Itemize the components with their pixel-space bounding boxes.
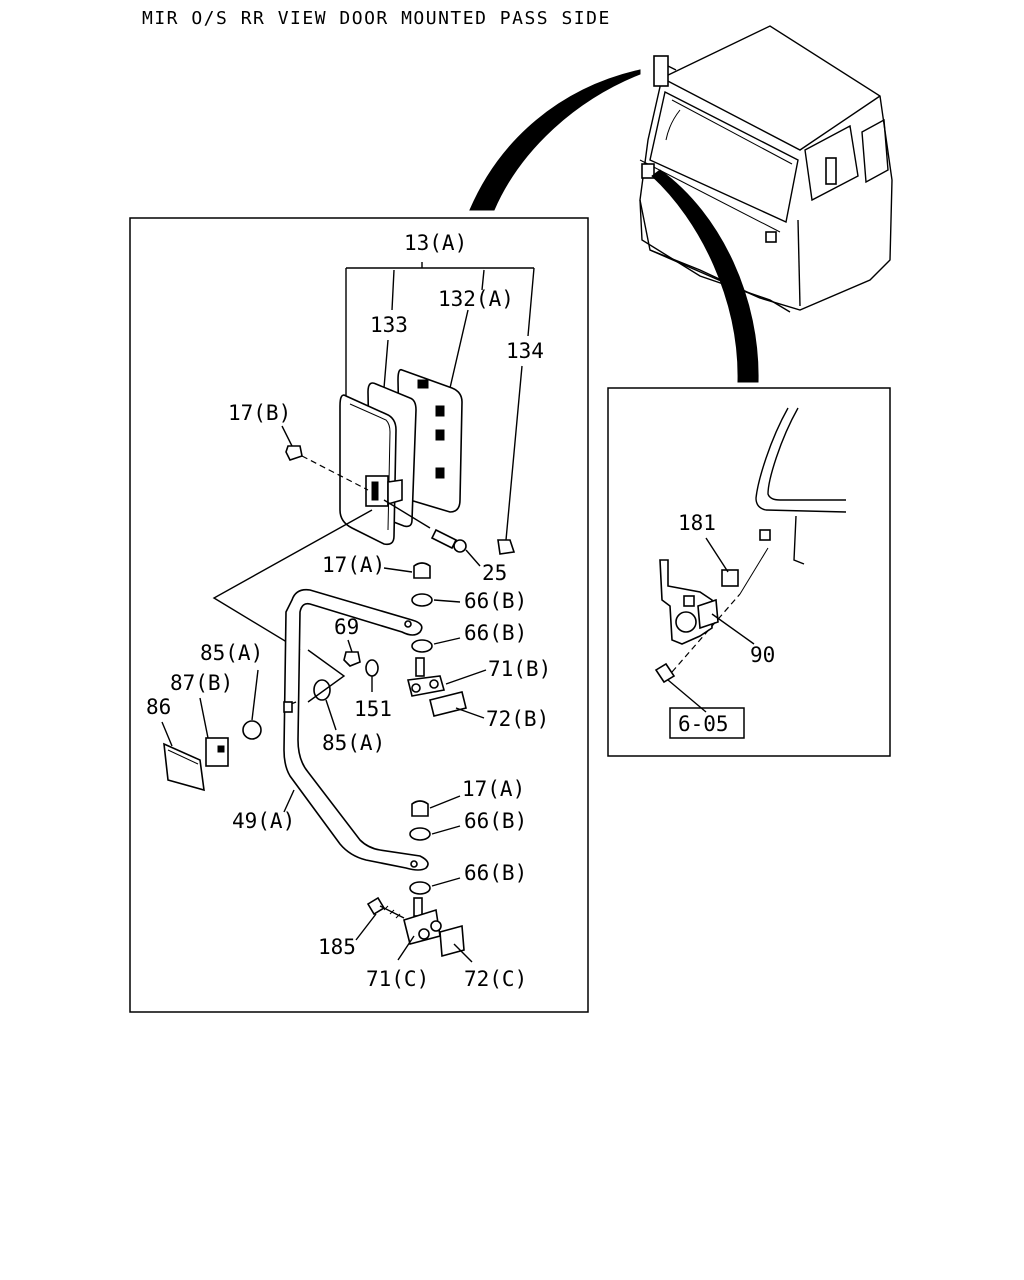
label-85A-top: 85(A) — [200, 641, 263, 665]
label-86: 86 — [146, 695, 171, 719]
label-66B-2: 66(B) — [464, 621, 527, 645]
door-mirror-mount-bracket — [654, 529, 771, 684]
label-66B-3: 66(B) — [464, 809, 527, 833]
door-mount-detail-frame — [607, 387, 891, 757]
door-panel-outline — [755, 407, 847, 565]
label-71B: 71(B) — [488, 657, 551, 681]
label-17B: 17(B) — [228, 401, 291, 425]
label-17A-top: 17(A) — [322, 553, 385, 577]
label-132A: 132(A) — [438, 287, 514, 311]
label-90: 90 — [750, 643, 775, 667]
label-151: 151 — [354, 697, 392, 721]
label-72C: 72(C) — [464, 967, 527, 991]
label-87B: 87(B) — [170, 671, 233, 695]
label-69: 69 — [334, 615, 359, 639]
label-17A-bottom: 17(A) — [462, 777, 525, 801]
truck-cab-illustration — [469, 25, 893, 383]
mirror-glass — [339, 394, 397, 546]
label-85A-bottom: 85(A) — [322, 731, 385, 755]
label-66B-4: 66(B) — [464, 861, 527, 885]
label-49A: 49(A) — [232, 809, 295, 833]
label-133: 133 — [370, 313, 408, 337]
main-assembly-frame — [129, 217, 589, 1013]
label-25: 25 — [482, 561, 507, 585]
label-185: 185 — [318, 935, 356, 959]
label-72B: 72(B) — [486, 707, 549, 731]
mirror-stay-rod — [283, 588, 429, 871]
reference-box-6-05 — [669, 707, 745, 739]
diagram-title: MIR O/S RR VIEW DOOR MOUNTED PASS SIDE — [142, 8, 611, 29]
label-71C: 71(C) — [366, 967, 429, 991]
label-ref-6-05: 6-05 — [678, 712, 729, 736]
label-13A: 13(A) — [404, 231, 467, 255]
label-66B-1: 66(B) — [464, 589, 527, 613]
label-134: 134 — [506, 339, 544, 363]
label-181: 181 — [678, 511, 716, 535]
upper-mount-bracket — [407, 657, 446, 697]
lower-mount-bracket — [366, 896, 465, 958]
